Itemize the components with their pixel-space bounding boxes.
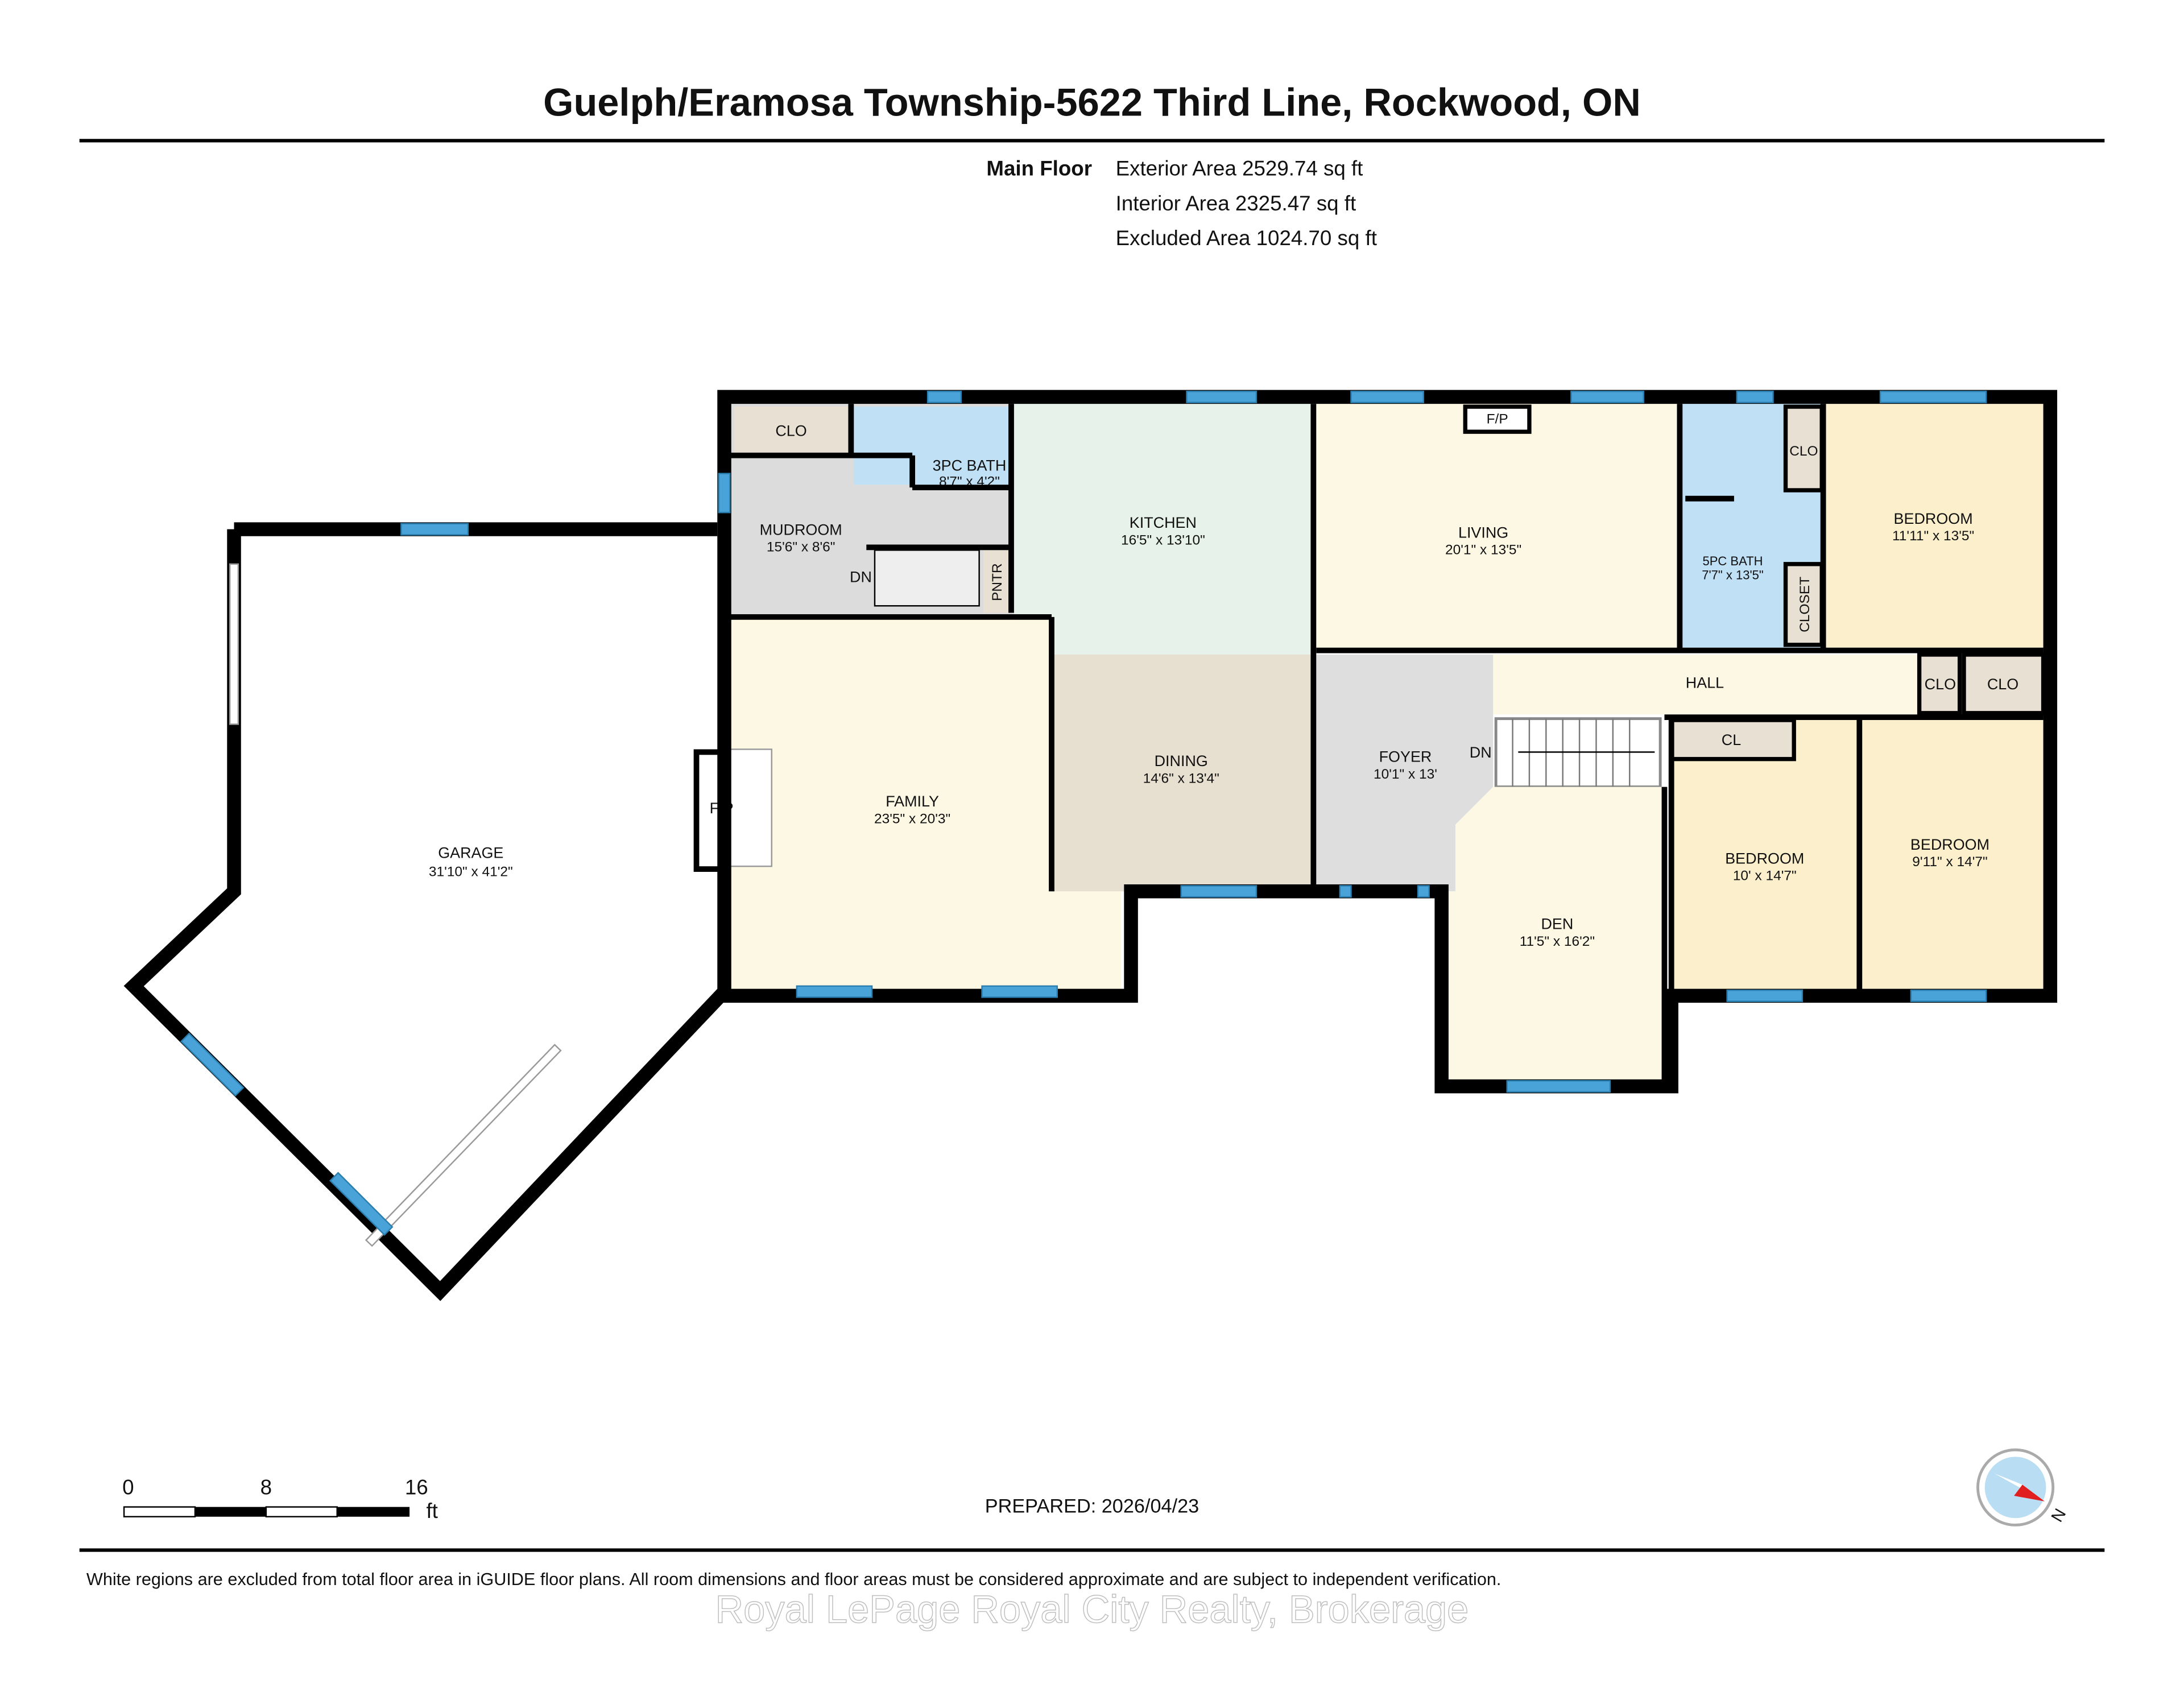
room-name: KITCHEN [1130, 514, 1197, 531]
north-arrow-compass-icon: N [1976, 1448, 2070, 1526]
compass-north-label: N [2048, 1505, 2070, 1525]
room-closet-hall-2: CLO [1962, 652, 2046, 715]
room-name: LIVING [1458, 524, 1508, 541]
room-walk-closet-bedroom-1: CLOSET [1783, 562, 1824, 647]
room-name: GARAGE [438, 844, 503, 861]
room-dims: 23'5" x 20'3" [874, 811, 950, 826]
room-name: BEDROOM [1894, 510, 1973, 527]
room-den: DEN 11'5" x 16'2" [1448, 787, 1665, 1079]
room-closet-mudroom: CLO [734, 407, 850, 453]
room-name: PNTR [990, 563, 1005, 601]
room-bedroom-3: BEDROOM 9'11" x 14'7" [1859, 720, 2044, 992]
room-name: CLO [1925, 676, 1956, 693]
closet-label: CL [1722, 731, 1741, 748]
room-closet-bedroom-1: CLO [1783, 404, 1824, 493]
exterior-area: Exterior Area 2529.74 sq ft [1116, 157, 1363, 180]
prepared-date: PREPARED: 2026/04/23 [985, 1495, 1199, 1517]
room-dining: DINING 14'6" x 13'4" [1051, 654, 1312, 892]
room-living: F/P LIVING 20'1" x 13'5" [1316, 404, 1678, 648]
excluded-area: Excluded Area 1024.70 sq ft [1116, 226, 1377, 250]
room-name: FOYER [1379, 748, 1432, 766]
room-dims: 15'6" x 8'6" [767, 540, 835, 555]
room-kitchen: KITCHEN 16'5" x 13'10" [1014, 404, 1312, 655]
fireplace-label: F/P [1487, 411, 1508, 427]
room-bedroom-2: CL BEDROOM 10' x 14'7" [1669, 718, 1860, 992]
stairs-mudroom: DN [850, 549, 980, 607]
room-dims: 11'11" x 13'5" [1892, 528, 1974, 544]
room-name: DEN [1541, 915, 1573, 932]
room-dims: 20'1" x 13'5" [1445, 543, 1521, 558]
room-name: CLO [1987, 676, 2018, 693]
room-dims: 31'10" x 41'2" [429, 864, 513, 879]
room-name: CLO [775, 422, 806, 439]
room-foyer: FOYER 10'1" x 13' DN [1316, 654, 1494, 892]
room-name: CLO [1789, 444, 1818, 459]
room-name: FAMILY [886, 793, 939, 810]
stairs-foyer [1494, 717, 1662, 789]
scale-tick: 16 [405, 1476, 428, 1499]
room-name: BEDROOM [1725, 850, 1804, 867]
interior-walls [724, 404, 2044, 1087]
disclaimer: White regions are excluded from total fl… [86, 1570, 1501, 1589]
room-closet-hall-1: CLO [1917, 652, 1962, 715]
scale-bar: 0 8 16 ft [122, 1476, 438, 1523]
room-name: MUDROOM [760, 521, 842, 538]
windows [718, 390, 1987, 1093]
room-pantry: PNTR [983, 550, 1009, 613]
stairs-down-label: DN [1470, 744, 1492, 761]
page-title: Guelph/Eramosa Township-5622 Third Line,… [543, 80, 1641, 124]
room-hall: HALL [1493, 654, 1920, 715]
watermark: Royal LePage Royal City Realty, Brokerag… [715, 1587, 1469, 1631]
room-dims: 14'6" x 13'4" [1143, 771, 1219, 786]
scale-tick: 8 [260, 1476, 272, 1499]
room-dims: 9'11" x 14'7" [1912, 854, 1987, 870]
room-garage: GARAGE 31'10" x 41'2" [123, 522, 730, 1301]
stairs-down-label: DN [850, 569, 872, 586]
interior-area: Interior Area 2325.47 sq ft [1116, 192, 1356, 215]
room-dims: 7'7" x 13'5" [1702, 568, 1764, 582]
room-3pc-bath: 3PC BATH 8'7" x 4'2" [854, 407, 1010, 490]
room-name: 5PC BATH [1702, 554, 1763, 568]
room-name: CLOSET [1797, 577, 1813, 632]
room-dims: 10' x 14'7" [1733, 868, 1797, 884]
room-bedroom-1: BEDROOM 11'11" x 13'5" [1825, 404, 2044, 648]
room-dims: 11'5" x 16'2" [1520, 934, 1595, 949]
scale-unit: ft [426, 1499, 437, 1522]
room-dims: 16'5" x 13'10" [1121, 532, 1205, 548]
scale-tick: 0 [122, 1476, 134, 1499]
room-name: DINING [1155, 752, 1208, 769]
room-dims: 10'1" x 13' [1374, 767, 1437, 782]
floor-label: Main Floor [986, 157, 1092, 180]
room-name: BEDROOM [1910, 836, 1989, 853]
room-name: 3PC BATH [933, 457, 1007, 474]
room-name: HALL [1686, 675, 1724, 692]
